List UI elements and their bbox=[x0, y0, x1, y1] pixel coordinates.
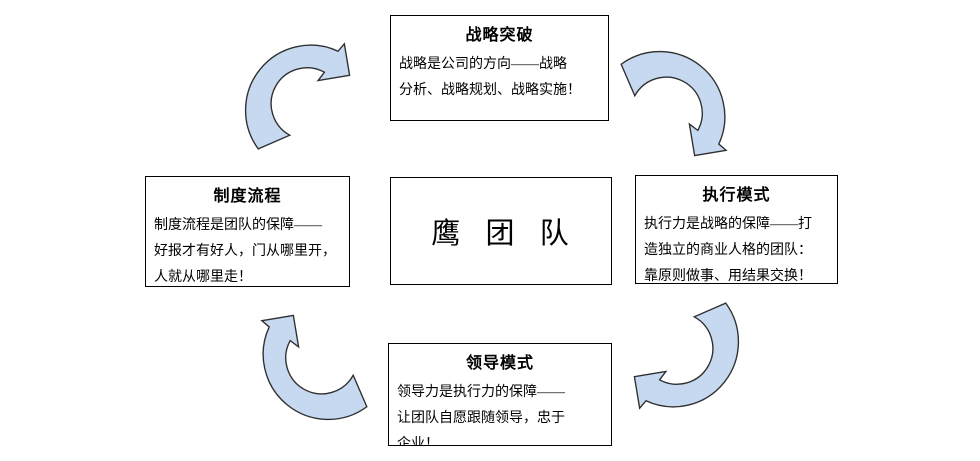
node-eagle-team-center: 鹰 团 队 bbox=[390, 177, 612, 285]
node-body: 执行力是战略的保障——打 造独立的商业人格的团队： 靠原则做事、用结果交换！ bbox=[644, 217, 812, 284]
node-execution-mode: 执行模式 执行力是战略的保障——打 造独立的商业人格的团队： 靠原则做事、用结果… bbox=[635, 175, 838, 284]
node-title: 战略突破 bbox=[465, 27, 534, 44]
curved-arrow-shape bbox=[620, 50, 728, 157]
curved-arrow-shape bbox=[244, 42, 351, 150]
curved-arrow-left-to-top-icon bbox=[244, 42, 351, 150]
node-body: 战略是公司的方向——战略 分析、战略规划、战略实施！ bbox=[399, 57, 581, 98]
curved-arrow-shape bbox=[260, 314, 368, 421]
node-strategy-breakthrough: 战略突破 战略是公司的方向——战略 分析、战略规划、战略实施！ bbox=[390, 15, 609, 121]
node-leadership-mode: 领导模式 领导力是执行力的保障—— 让团队自愿跟随领导，忠于 企业！ bbox=[388, 343, 612, 446]
curved-arrow-top-to-right-icon bbox=[620, 50, 728, 157]
center-title: 鹰 团 队 bbox=[431, 218, 571, 250]
node-body: 领导力是执行力的保障—— 让团队自愿跟随领导，忠于 企业！ bbox=[397, 385, 565, 446]
node-title: 执行模式 bbox=[702, 187, 771, 204]
node-system-process: 制度流程 制度流程是团队的保障—— 好报才有好人，门从哪里开， 人就从哪里走！ bbox=[145, 176, 350, 287]
curved-arrow-right-to-bottom-icon bbox=[633, 302, 740, 410]
node-body: 制度流程是团队的保障—— 好报才有好人，门从哪里开， 人就从哪里走！ bbox=[154, 218, 336, 285]
node-title: 领导模式 bbox=[465, 355, 534, 372]
curved-arrow-shape bbox=[633, 302, 740, 410]
curved-arrow-bottom-to-left-icon bbox=[260, 314, 368, 421]
node-title: 制度流程 bbox=[213, 188, 282, 205]
